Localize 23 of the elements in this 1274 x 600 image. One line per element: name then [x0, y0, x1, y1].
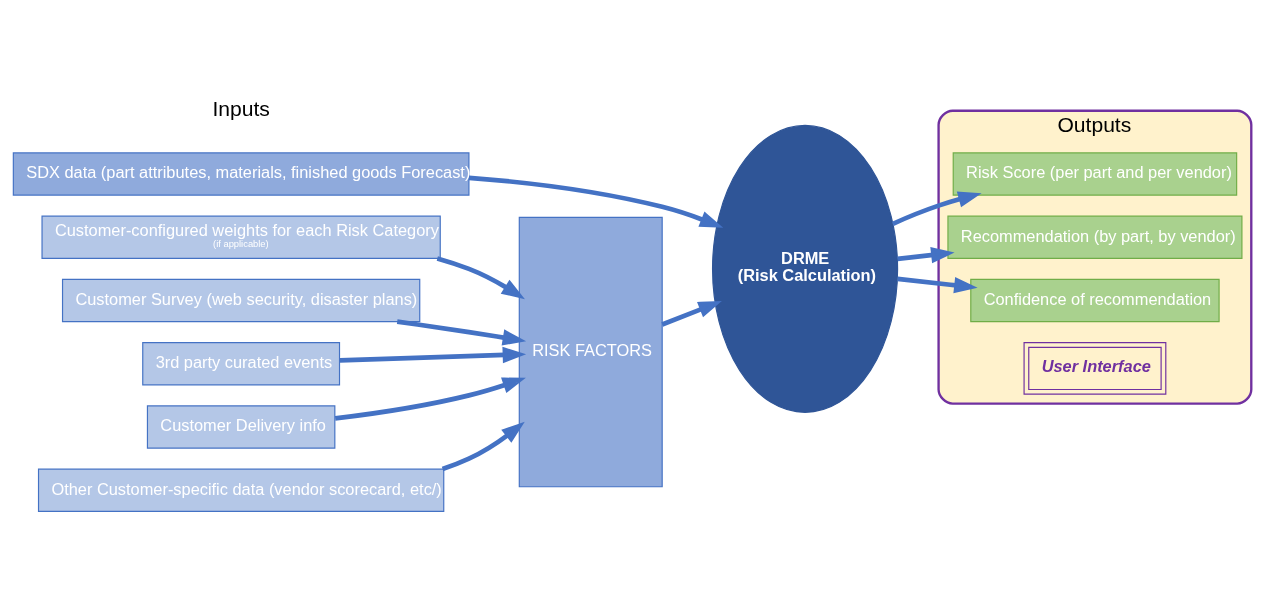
arrow	[891, 190, 982, 226]
node-box: SDX data (part attributes, materials, finished goods Forecast)	[12, 151, 470, 196]
node-box: User Interface	[1023, 341, 1167, 395]
arrow	[396, 318, 527, 346]
arrow	[339, 346, 527, 363]
arrow	[468, 175, 724, 228]
label: Inputs	[212, 96, 270, 120]
node-box: RISK FACTORS	[518, 216, 663, 487]
arrow	[661, 300, 722, 327]
arrow	[897, 246, 955, 263]
arrow	[441, 421, 525, 471]
node-box: Confidence of recommendation	[970, 278, 1220, 322]
node-box: Other Customer-specific data (vendor scorecard, etc/)	[37, 468, 445, 512]
node-box: Customer-configured weights for each Risk Category (if applicable)	[41, 215, 441, 259]
arrow	[436, 255, 525, 299]
node-ellipse: DRME (Risk Calculation)	[711, 124, 899, 413]
node-box: Risk Score (per part and per vendor)	[952, 151, 1238, 196]
node-box: Customer Delivery info	[146, 404, 336, 449]
node-box: Customer Survey (web security, disaster plans)	[61, 278, 421, 322]
arrow	[334, 377, 526, 421]
node-box: Recommendation (by part, by vendor)	[947, 215, 1243, 259]
node-box: 3rd party curated events	[142, 341, 341, 385]
arrow	[897, 276, 978, 293]
